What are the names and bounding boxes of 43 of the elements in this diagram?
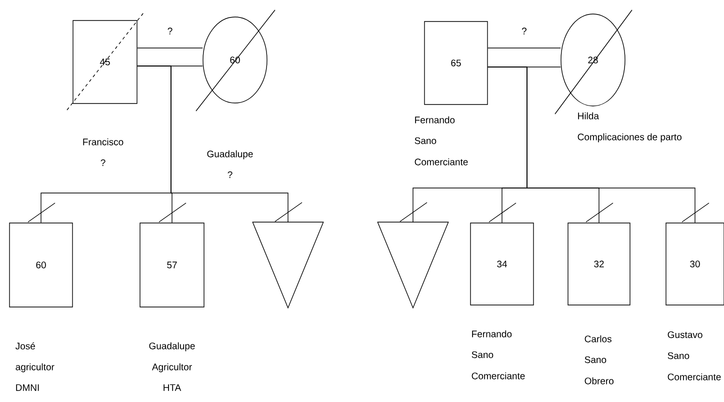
descent-line: [137, 66, 288, 222]
male-square: [568, 222, 630, 306]
person-label: Sano: [668, 352, 690, 360]
person-label: agricultor: [16, 363, 54, 372]
age-number: 45: [100, 58, 110, 66]
female-circle: [560, 14, 626, 106]
person-label: Guadalupe: [149, 342, 195, 352]
female-circle: [202, 16, 268, 104]
person-label: Sano: [414, 137, 436, 144]
age-number: 30: [690, 260, 700, 268]
person-label: Francisco: [83, 138, 124, 146]
person-label: Comerciante: [414, 158, 468, 166]
person-label: Guadalupe: [207, 150, 253, 160]
person-label: Gustavo: [668, 331, 702, 338]
male-square: [140, 222, 204, 308]
person-label: Complicaciones de parto: [578, 133, 682, 142]
person-label: DMNI: [16, 384, 39, 391]
person-label: Agricultor: [152, 363, 192, 372]
edge-label: ?: [168, 28, 172, 34]
age-number: 60: [36, 262, 46, 268]
male-square: [9, 222, 73, 308]
person-label: Fernando: [415, 116, 455, 124]
descent-line: [488, 66, 696, 223]
person-label: HTA: [164, 384, 182, 391]
person-label: ?: [100, 159, 106, 166]
person-label: Carlos: [584, 335, 612, 342]
male-square: [470, 222, 534, 306]
person-label: Obrero: [584, 377, 614, 384]
person-label: Fernando: [472, 330, 512, 338]
male-square: [424, 21, 488, 105]
person-label: Comerciante: [472, 372, 525, 380]
edge-label: ?: [522, 28, 526, 34]
age-number: 57: [167, 262, 177, 268]
person-label: ?: [228, 171, 232, 178]
person-label: José: [16, 342, 35, 350]
person-label: Hilda: [578, 112, 599, 120]
age-number: 65: [451, 60, 461, 66]
age-number: 32: [594, 260, 604, 268]
person-label: Sano: [472, 351, 494, 358]
age-number: 34: [497, 260, 507, 268]
male-square: [72, 20, 138, 104]
person-label: Comerciante: [668, 373, 721, 380]
person-label: Sano: [584, 356, 606, 364]
